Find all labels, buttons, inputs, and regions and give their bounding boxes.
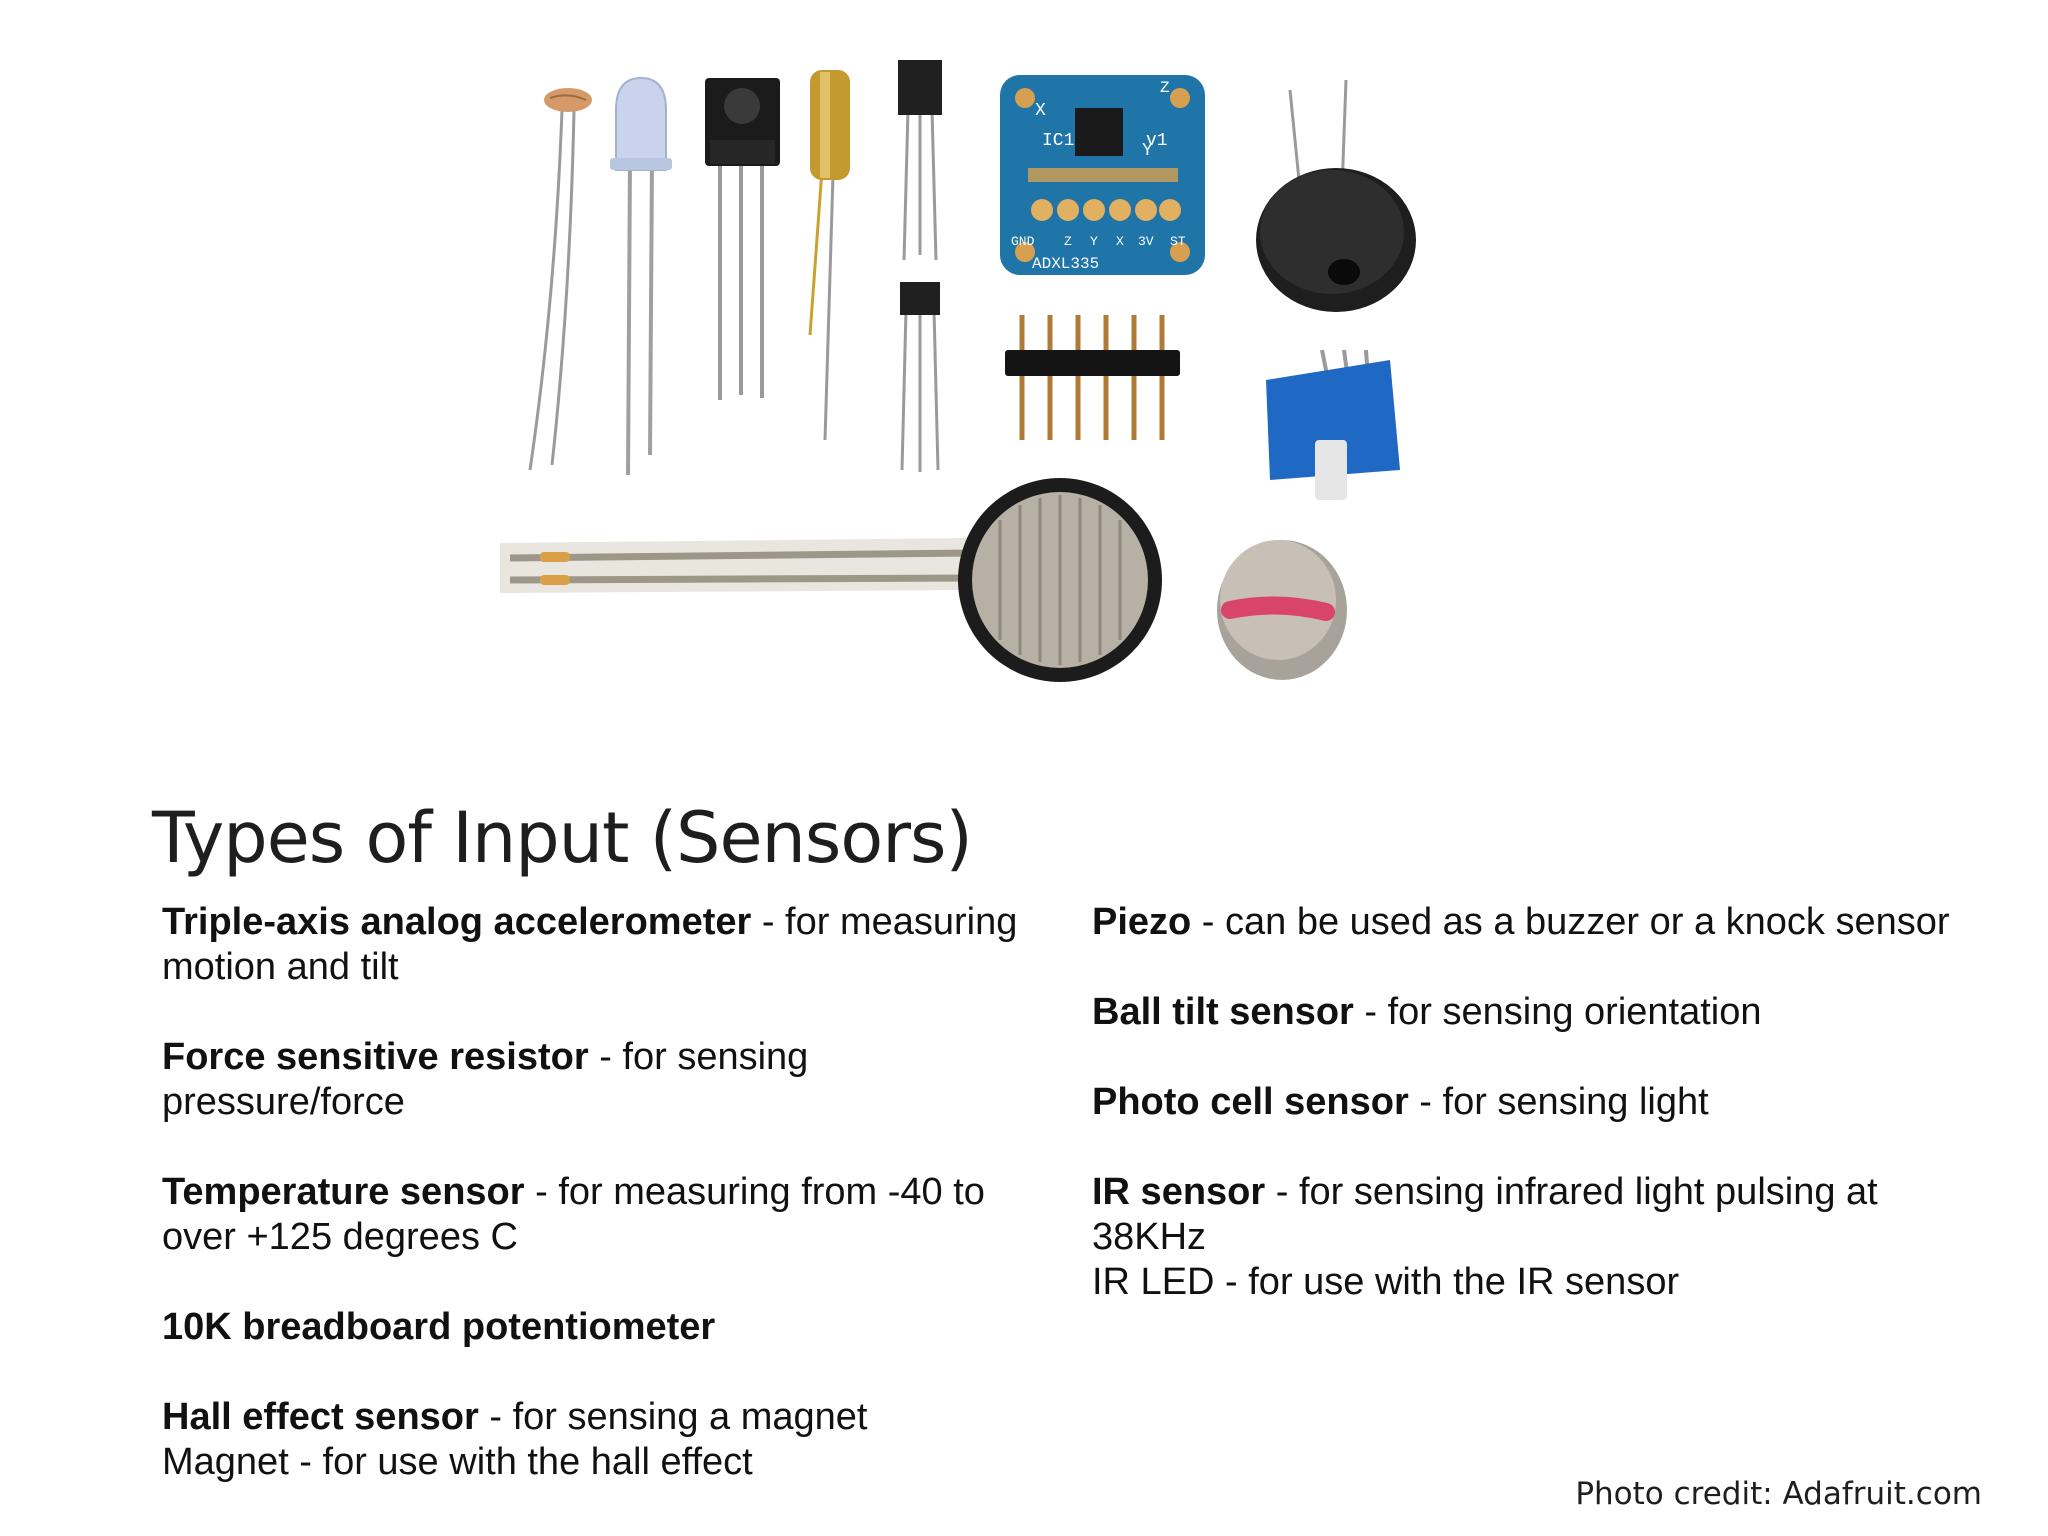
board-model-label: ADXL335	[1032, 255, 1099, 273]
entry-term: Ball tilt sensor	[1092, 991, 1354, 1033]
board-chip-label: IC1	[1042, 131, 1074, 151]
magnet-component	[1217, 540, 1347, 680]
ir-sensor-component	[705, 78, 780, 400]
entry-description: - for sensing pressure/force	[162, 1036, 809, 1123]
entry-hall-effect-sensor: Hall effect sensor - for sensing a magne…	[162, 1395, 1042, 1485]
board-axis-x-label: X	[1035, 101, 1046, 121]
entry-term: Force sensitive resistor	[162, 1036, 589, 1078]
pin-x-label: X	[1116, 234, 1124, 249]
pin-z-label: Z	[1064, 234, 1072, 249]
sensor-list-right: Piezo - can be used as a buzzer or a kno…	[1092, 900, 1972, 1305]
entry-term: Hall effect sensor	[162, 1396, 479, 1438]
entry-accelerometer: Triple-axis analog accelerometer - for m…	[162, 900, 1042, 990]
temperature-sensor-component	[898, 60, 942, 261]
photocell-component	[528, 88, 592, 471]
entry-potentiometer: 10K breadboard potentiometer	[162, 1305, 1042, 1350]
pin-gnd-label: GND	[1011, 234, 1035, 249]
entry-term: Piezo	[1092, 901, 1192, 943]
entry-description: - can be used as a buzzer or a knock sen…	[1191, 901, 1950, 943]
pin-3v-label: 3V	[1138, 234, 1154, 249]
sensor-kit-photo: v1 IC1 X Y Z GND Z Y X 3V ST ADXL335	[470, 0, 1500, 765]
board-version-label: v1	[1146, 131, 1168, 151]
accelerometer-board: v1 IC1 X Y Z GND Z Y X 3V ST ADXL335	[1000, 75, 1205, 275]
entry-description: - for sensing orientation	[1353, 991, 1762, 1033]
entry-temperature-sensor: Temperature sensor - for measuring from …	[162, 1170, 1042, 1260]
ir-led-component	[610, 76, 672, 476]
photo-credit: Photo credit: Adafruit.com	[1575, 1476, 1982, 1512]
pin-y-label: Y	[1090, 234, 1098, 249]
entry-term: 10K breadboard potentiometer	[162, 1306, 716, 1348]
page-title: Types of Input (Sensors)	[152, 797, 973, 879]
header-pins-component	[1005, 315, 1180, 440]
sensor-list-left: Triple-axis analog accelerometer - for m…	[162, 900, 1042, 1485]
entry-ball-tilt-sensor: Ball tilt sensor - for sensing orientati…	[1092, 990, 1972, 1035]
entry-term: Photo cell sensor	[1092, 1081, 1409, 1123]
entry-description: - for sensing a magnet	[478, 1396, 868, 1438]
entry-term: Triple-axis analog accelerometer	[162, 901, 752, 943]
force-sensitive-resistor-component	[500, 478, 1162, 682]
entry-extra: Magnet - for use with the hall effect	[162, 1441, 753, 1483]
board-axis-y-label: Y	[1142, 141, 1153, 161]
entry-description: - for sensing infrared light pulsing at …	[1092, 1171, 1878, 1258]
piezo-buzzer-component	[1256, 79, 1416, 312]
entry-description: - for measuring from -40 to over +125 de…	[162, 1171, 985, 1258]
pin-st-label: ST	[1170, 234, 1186, 249]
entry-ir-sensor: IR sensor - for sensing infrared light p…	[1092, 1170, 1972, 1305]
entry-piezo: Piezo - can be used as a buzzer or a kno…	[1092, 900, 1972, 945]
entry-term: IR sensor	[1092, 1171, 1266, 1213]
board-axis-z-label: Z	[1160, 79, 1170, 97]
entry-photo-cell-sensor: Photo cell sensor - for sensing light	[1092, 1080, 1972, 1125]
hall-effect-sensor-component	[900, 282, 940, 472]
entry-term: Temperature sensor	[162, 1171, 525, 1213]
entry-description: - for measuring motion and tilt	[162, 901, 1018, 988]
potentiometer-component	[1266, 349, 1400, 500]
entry-description: - for sensing light	[1408, 1081, 1709, 1123]
entry-extra: IR LED - for use with the IR sensor	[1092, 1261, 1680, 1303]
entry-force-sensitive-resistor: Force sensitive resistor - for sensing p…	[162, 1035, 1042, 1125]
ball-tilt-sensor-component	[808, 70, 850, 441]
